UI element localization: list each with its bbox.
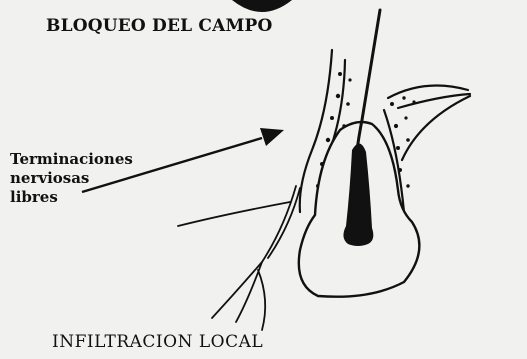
bone-right-edge <box>402 96 470 160</box>
nerve-label-line2: nerviosas <box>10 169 133 188</box>
local-infiltration-label: INFILTRACION LOCAL <box>52 332 263 352</box>
nerve-endings-label: Terminaciones nerviosas libres <box>10 150 133 207</box>
nerve-label-line3: libres <box>10 188 133 207</box>
infiltration-line-2 <box>212 186 296 318</box>
infiltration-line-4 <box>268 188 300 258</box>
nerve-label-line1: Terminaciones <box>10 150 133 169</box>
top-arc <box>232 0 292 12</box>
infiltration-line-1 <box>178 202 290 226</box>
diagram-title: BLOQUEO DEL CAMPO <box>46 16 273 36</box>
infiltration-line-5 <box>258 270 265 330</box>
